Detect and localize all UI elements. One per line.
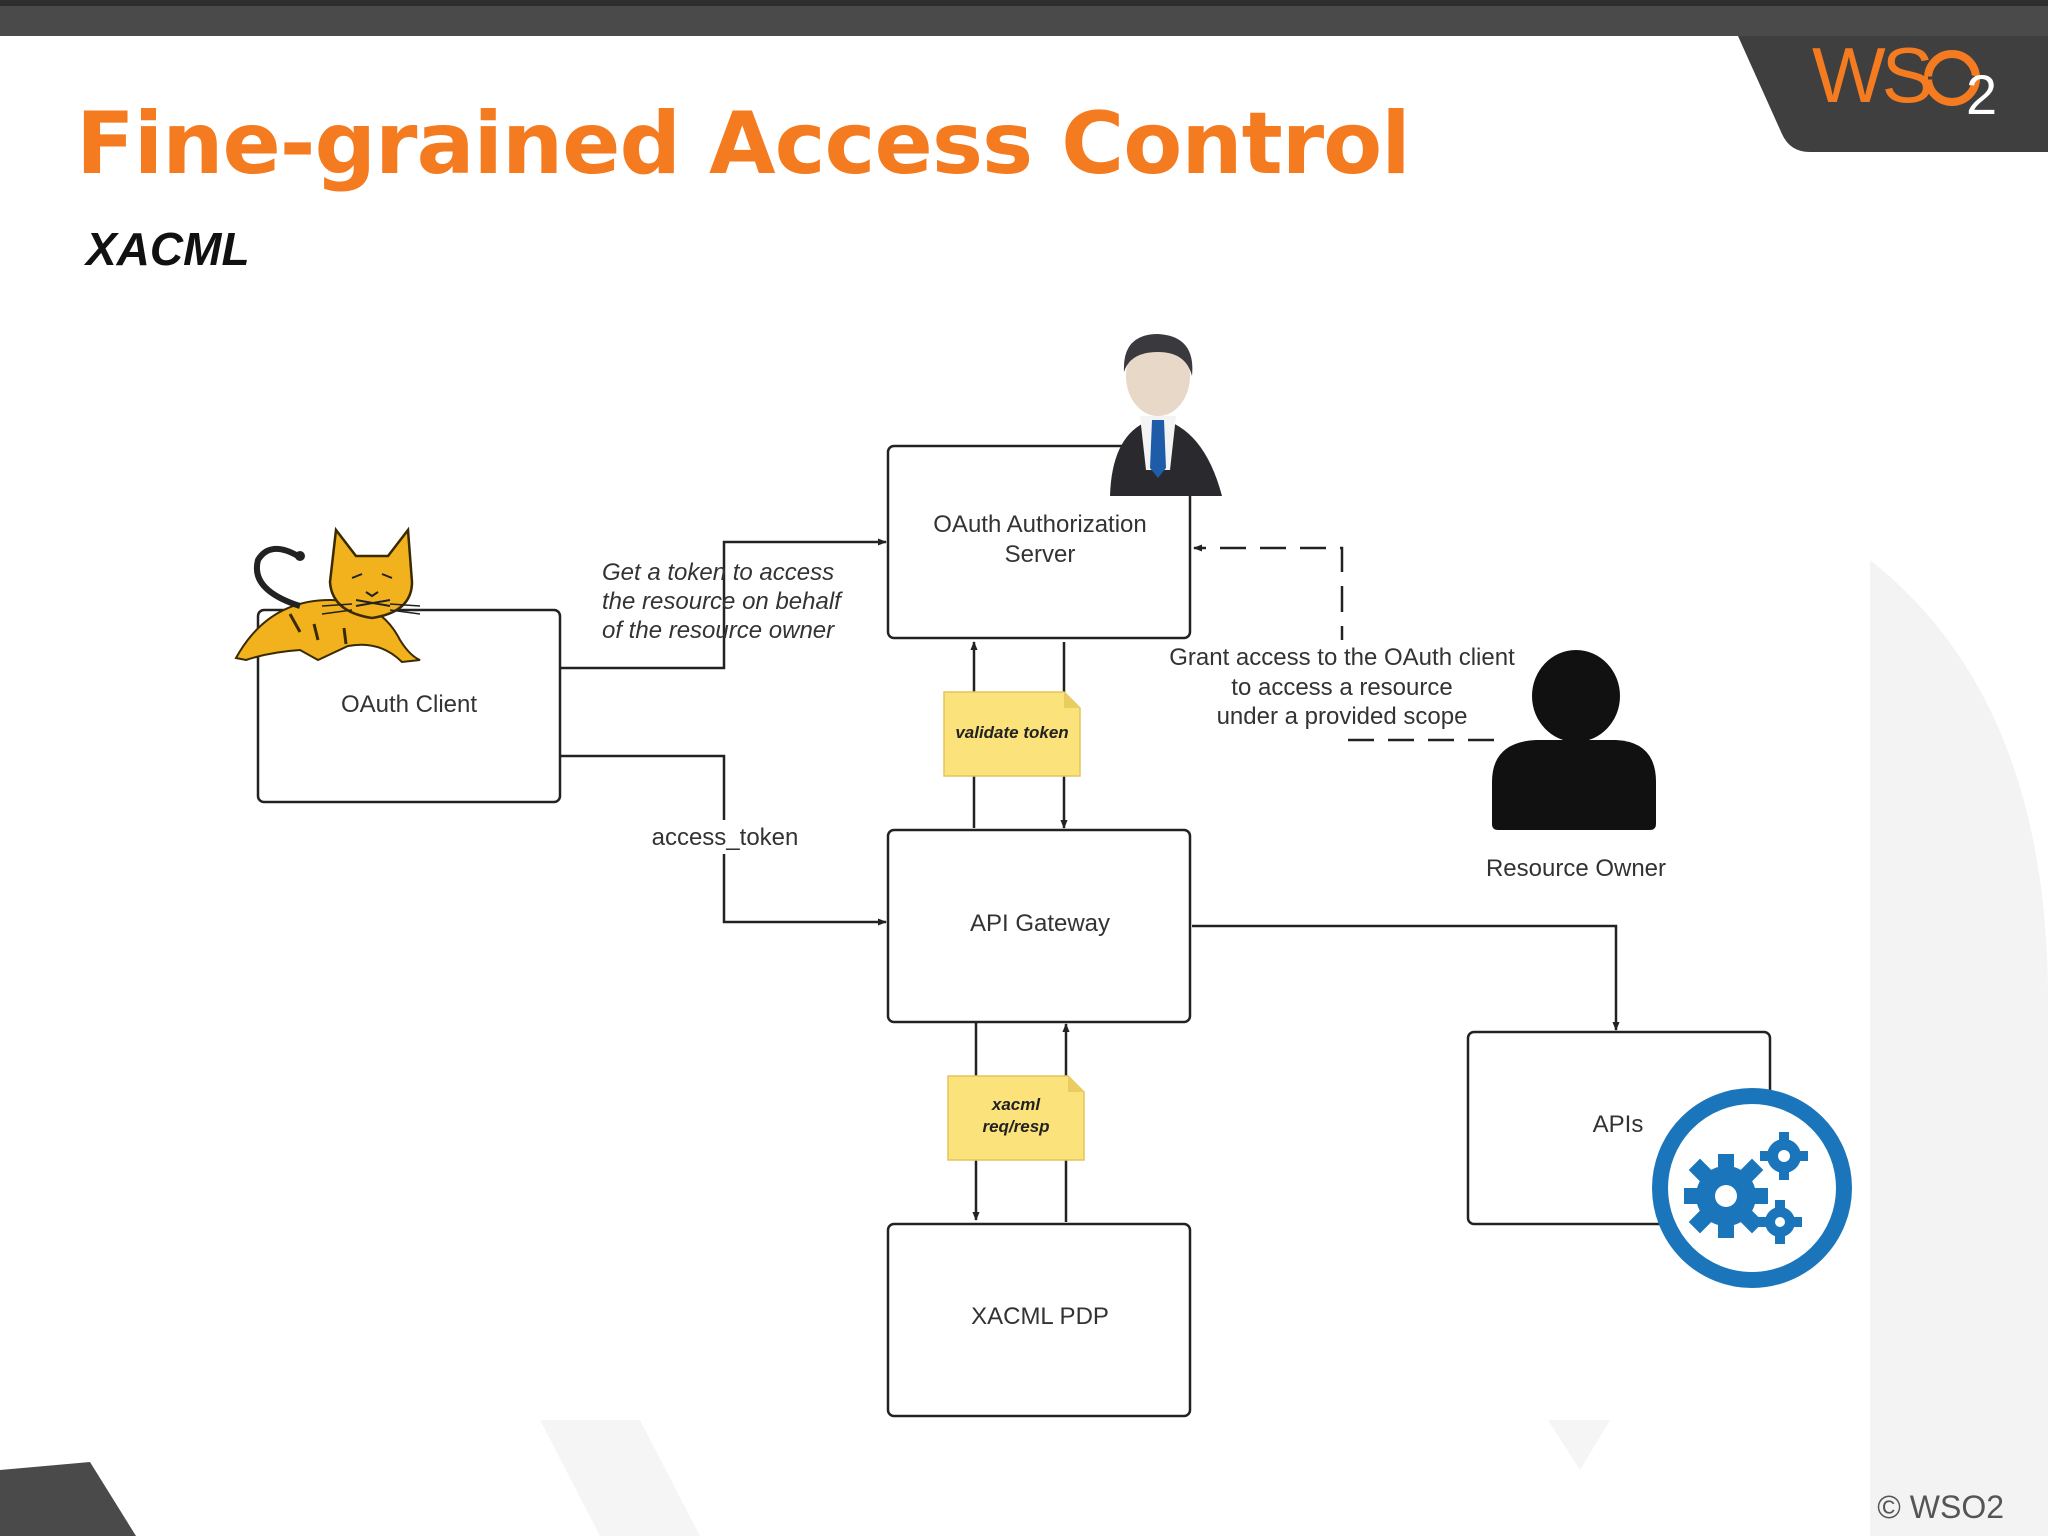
wso2-logo-text: WS — [1812, 31, 1934, 119]
get-token-label-line2: the resource on behalf — [602, 588, 843, 615]
auth-server-label-line1: OAuth Authorization — [933, 511, 1146, 538]
validate-token-label: validate token — [955, 723, 1068, 742]
slide-subtitle: XACML — [86, 223, 250, 275]
xacml-note-line2: req/resp — [982, 1117, 1049, 1136]
get-token-label-line1: Get a token to access — [602, 559, 834, 586]
tomcat-cat-icon — [234, 526, 421, 664]
oauth-client-box — [256, 608, 562, 804]
watermark-shape — [1870, 560, 2048, 1536]
edge-get-token — [560, 538, 887, 670]
gears-icon — [1652, 1088, 1852, 1288]
api-gateway-label: API Gateway — [970, 910, 1110, 937]
validate-token-note: validate token — [943, 691, 1081, 777]
apis-label: APIs — [1593, 1111, 1644, 1138]
xacml-pdp-label: XACML PDP — [971, 1303, 1109, 1330]
grant-access-label-line1: Grant access to the OAuth client — [1169, 644, 1515, 671]
businessman-icon — [1110, 334, 1222, 496]
grant-access-label-line3: under a provided scope — [1217, 703, 1468, 730]
auth-server-label-line2: Server — [1005, 541, 1076, 568]
grant-access-label-line2: to access a resource — [1231, 674, 1452, 701]
xacml-note-line1: xacml — [991, 1095, 1041, 1114]
copyright-notice: © WSO2 — [1877, 1489, 2004, 1525]
xacml-req-resp-note: xacml req/resp — [947, 1075, 1085, 1161]
wso2-logo-subscript: 2 — [1966, 63, 1998, 126]
edge-gateway-to-apis — [1192, 924, 1620, 1031]
slide-title: Fine-grained Access Control — [76, 94, 1411, 194]
watermark-shape — [540, 1420, 700, 1536]
get-token-label-line3: of the resource owner — [602, 617, 835, 644]
resource-owner-label: Resource Owner — [1486, 855, 1666, 882]
api-gateway-box — [886, 828, 1192, 1024]
xacml-pdp-box — [886, 1222, 1192, 1418]
person-silhouette-icon — [1492, 650, 1656, 830]
corner-decoration — [0, 1462, 136, 1536]
oauth-client-label: OAuth Client — [341, 691, 477, 718]
watermark-shape — [1548, 1420, 1610, 1470]
wso2-logo-mark — [1924, 50, 1980, 106]
access-token-label: access_token — [652, 824, 799, 851]
